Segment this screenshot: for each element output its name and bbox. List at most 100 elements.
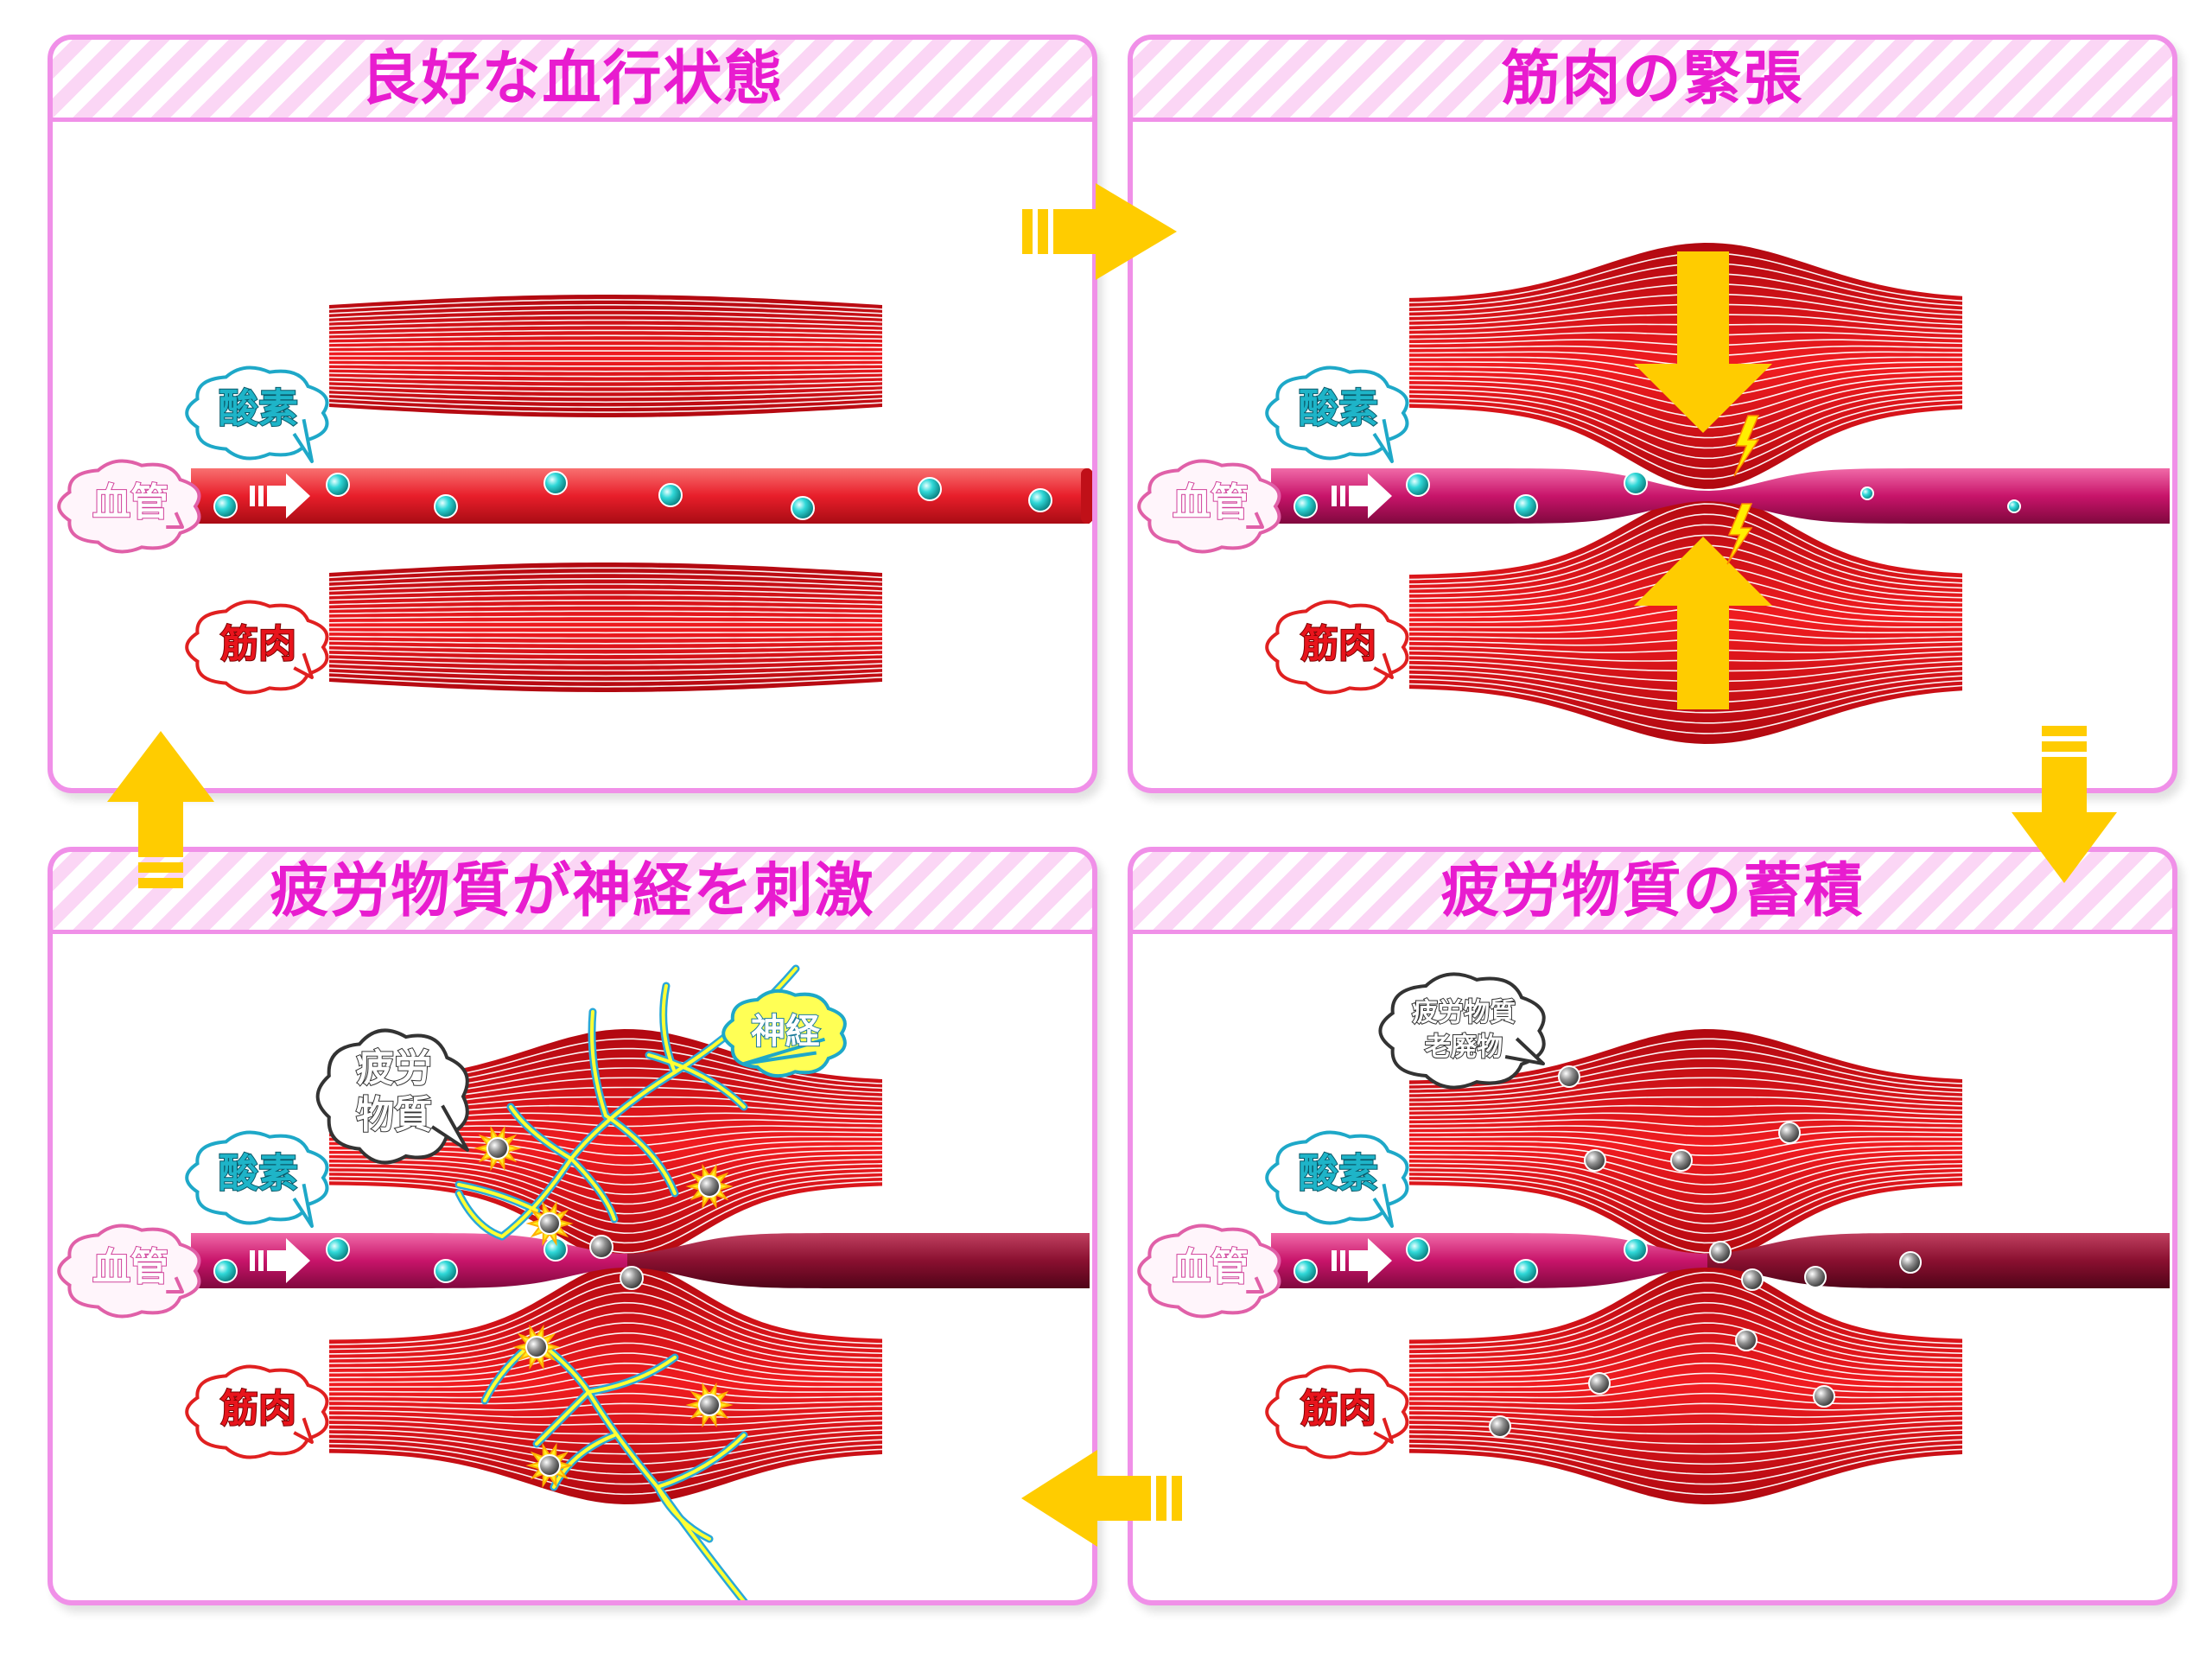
muscle-fiber bbox=[328, 1352, 883, 1383]
fatigue-particle bbox=[538, 1454, 561, 1477]
muscle-fiber bbox=[328, 1428, 883, 1455]
muscle-fiber bbox=[1409, 1402, 1963, 1411]
fatigue-particle bbox=[589, 1235, 613, 1259]
fatigue-particle bbox=[1735, 1329, 1758, 1351]
panel-header bbox=[1133, 852, 2172, 934]
muscle-fiber bbox=[328, 1312, 883, 1364]
muscle-fiber bbox=[328, 621, 883, 624]
muscle-fiber bbox=[1408, 393, 1963, 460]
flow-arrow-icon bbox=[1332, 474, 1392, 518]
muscle-fiber bbox=[328, 645, 883, 650]
oxygen-particle bbox=[1860, 486, 1874, 500]
fatigue-particle bbox=[1804, 1266, 1827, 1288]
muscle-fiber bbox=[328, 402, 883, 413]
oxygen-particle bbox=[326, 1237, 350, 1262]
speech-cloud bbox=[1137, 459, 1281, 554]
panel-header bbox=[53, 852, 1092, 934]
oxygen-label: 酸素 bbox=[219, 385, 298, 432]
panel-muscle-tension: 筋肉の緊張 酸素血管筋肉 bbox=[1128, 35, 2177, 793]
muscle-fiber bbox=[1408, 402, 1963, 480]
muscle-fiber bbox=[328, 610, 883, 615]
speech-cloud bbox=[57, 459, 201, 554]
oxygen-particle bbox=[1406, 1237, 1430, 1262]
fatigue-particle bbox=[1778, 1122, 1801, 1144]
spark-icon bbox=[525, 1442, 574, 1489]
muscle-fiber bbox=[1408, 1322, 1963, 1370]
muscle-fiber bbox=[328, 663, 883, 671]
muscle-fiber bbox=[1408, 1058, 1963, 1095]
muscle-fiber bbox=[1408, 1447, 1963, 1496]
muscle-fiber bbox=[328, 314, 883, 323]
muscle-fiber bbox=[1408, 1171, 1963, 1235]
speech-cloud bbox=[315, 1028, 469, 1165]
muscle-fiber bbox=[1409, 1332, 1963, 1374]
arrow-up-icon bbox=[107, 731, 214, 888]
panel-fatigue-accumulation: 疲労物質の蓄積 疲労物質老廃物酸素血管筋肉 bbox=[1128, 847, 2177, 1605]
muscle-fiber bbox=[1408, 683, 1963, 734]
fatigue-label-line2: 物質 bbox=[356, 1093, 432, 1137]
muscle-fiber bbox=[1408, 1175, 1963, 1244]
flow-arrow-icon bbox=[250, 474, 310, 518]
vessel-end bbox=[1081, 468, 1092, 524]
muscle-fiber bbox=[328, 319, 883, 327]
oxygen-particle bbox=[434, 1259, 458, 1283]
muscle-fiber bbox=[329, 1372, 882, 1393]
speech-cloud bbox=[1265, 1364, 1409, 1459]
arrow-right-icon bbox=[1022, 183, 1177, 280]
fatigue-particle bbox=[1558, 1065, 1580, 1088]
muscle-fiber bbox=[1408, 1292, 1963, 1355]
muscle-fiber bbox=[1408, 1166, 1963, 1224]
panel-fatigue-stimulates-nerve: 疲労物質が神経を刺激 疲労物質神経酸素血管筋肉 bbox=[48, 847, 1097, 1605]
muscle-fiber bbox=[328, 389, 883, 398]
compress-arrow-down-icon bbox=[1634, 251, 1772, 433]
muscle-fiber bbox=[328, 1442, 883, 1485]
muscle-fiber bbox=[1408, 1096, 1963, 1112]
muscle-label: 筋肉 bbox=[220, 1387, 296, 1431]
muscle-fiber bbox=[1408, 1442, 1963, 1485]
muscle-fiber bbox=[1408, 1067, 1963, 1099]
muscle-fiber bbox=[328, 1166, 883, 1224]
flow-arrow-icon bbox=[1332, 1238, 1392, 1283]
muscle-fiber bbox=[1409, 1125, 1963, 1137]
muscle-label: 筋肉 bbox=[220, 622, 296, 666]
blood-vessel bbox=[191, 468, 1090, 524]
muscle-fiber bbox=[328, 309, 883, 319]
muscle-fiber bbox=[1408, 1119, 1963, 1128]
muscle-fiber bbox=[1409, 1162, 1963, 1215]
muscle-fiber bbox=[328, 372, 883, 378]
muscle-fiber bbox=[1408, 1281, 1963, 1351]
muscle-fiber bbox=[1408, 1409, 1963, 1418]
muscle-fiber bbox=[328, 1171, 883, 1235]
muscle-fiber bbox=[328, 583, 883, 592]
muscle-fiber bbox=[1408, 1352, 1963, 1383]
oxygen-particle bbox=[1294, 494, 1318, 518]
muscle-fiber bbox=[328, 1292, 883, 1355]
panel-title: 良好な血行状態 bbox=[360, 45, 785, 113]
fatigue-particle bbox=[698, 1175, 721, 1198]
panel-good-circulation: 良好な血行状態 酸素血管筋肉 bbox=[48, 35, 1097, 793]
muscle-fiber bbox=[1408, 544, 1963, 600]
muscle-fiber bbox=[328, 324, 883, 332]
muscle-fiber bbox=[328, 350, 883, 353]
muscle-fiber bbox=[329, 1342, 883, 1378]
vessel-label: 血管 bbox=[1173, 1245, 1249, 1289]
oxygen-label: 酸素 bbox=[219, 1150, 298, 1197]
blood-vessel-stagnant bbox=[627, 1233, 1090, 1288]
muscle-fiber bbox=[328, 653, 883, 661]
speech-cloud bbox=[1137, 1224, 1281, 1319]
muscle-fiber bbox=[328, 567, 883, 579]
spark-icon bbox=[525, 1200, 574, 1247]
muscle-fiber bbox=[1409, 1112, 1963, 1121]
muscle-fiber bbox=[1408, 1149, 1963, 1185]
muscle-fiber bbox=[328, 578, 883, 588]
blood-vessel-constricted bbox=[1271, 468, 2170, 524]
muscle-fiber bbox=[1409, 1145, 1962, 1176]
muscle-fiber bbox=[329, 1362, 882, 1388]
muscle-fiber bbox=[328, 677, 883, 688]
panel-header bbox=[53, 40, 1092, 122]
fatigue-particle bbox=[1709, 1241, 1732, 1263]
oxygen-particle bbox=[213, 1259, 238, 1283]
